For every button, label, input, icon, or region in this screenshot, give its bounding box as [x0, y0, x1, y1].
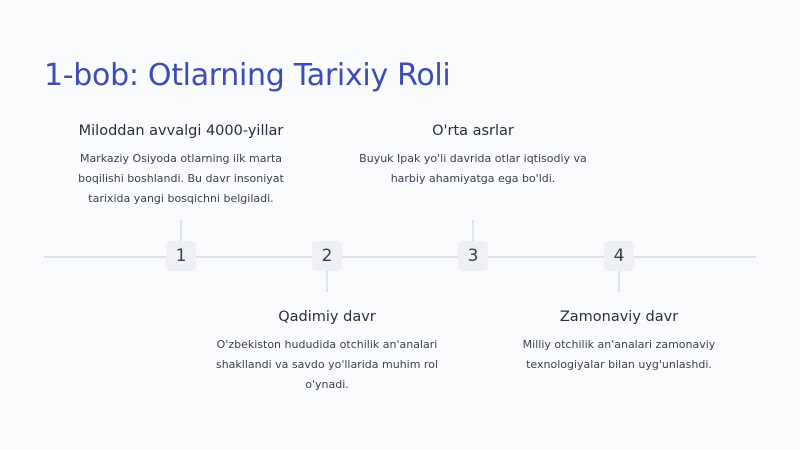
timeline-axis	[44, 256, 756, 258]
slide-title: 1-bob: Otlarning Tarixiy Roli	[44, 58, 451, 93]
timeline-event-1: Miloddan avvalgi 4000-yillar Markaziy Os…	[66, 123, 296, 209]
event-description: Markaziy Osiyoda otlarning ilk marta boq…	[78, 152, 284, 205]
timeline-connector-3	[472, 220, 474, 242]
event-description: Milliy otchilik an'analari zamonaviy tex…	[522, 338, 716, 371]
event-heading: O'rta asrlar	[432, 123, 514, 139]
timeline-connector-2	[326, 270, 328, 292]
timeline-node-3: 3	[458, 241, 488, 271]
event-description: O'zbekiston hududida otchilik an'analari…	[215, 338, 439, 391]
timeline-connector-1	[180, 220, 182, 242]
event-heading: Miloddan avvalgi 4000-yillar	[78, 123, 284, 139]
event-description: Buyuk Ipak yo'li davrida otlar iqtisodiy…	[359, 152, 587, 185]
timeline-connector-4	[618, 270, 620, 292]
timeline-node-4: 4	[604, 241, 634, 271]
timeline-node-1: 1	[166, 241, 196, 271]
timeline-event-3: O'rta asrlar Buyuk Ipak yo'li davrida ot…	[358, 123, 588, 189]
timeline-node-2: 2	[312, 241, 342, 271]
timeline-event-4: Zamonaviy davr Milliy otchilik an'analar…	[504, 309, 734, 375]
timeline-event-2: Qadimiy davr O'zbekiston hududida otchil…	[212, 309, 442, 395]
event-heading: Zamonaviy davr	[559, 309, 679, 325]
event-heading: Qadimiy davr	[278, 309, 376, 325]
